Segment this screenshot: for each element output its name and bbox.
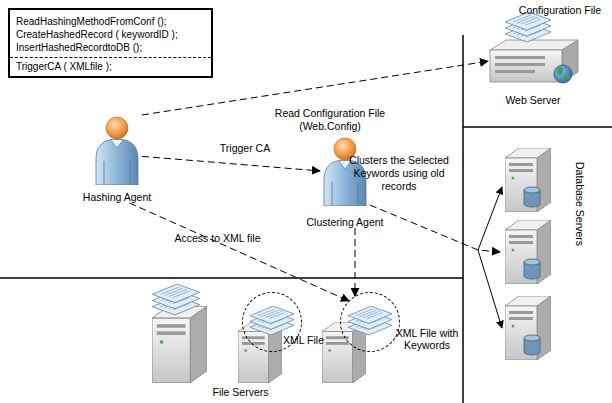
document-stack-icon	[348, 306, 392, 335]
file-label: XML File	[283, 334, 324, 346]
group-label: Database Servers	[574, 162, 586, 246]
file-server-icon	[152, 306, 207, 383]
database-server-icon	[505, 148, 551, 212]
edge-label: Clusters the Selected Keywords using old…	[338, 154, 460, 193]
edge-label: Read Configuration File (Web.Config)	[262, 107, 398, 133]
dashed-connector	[142, 156, 320, 171]
code-line: CreateHashedRecord ( keywordID );	[16, 28, 205, 41]
code-line: InsertHashedRecordtoDB ();	[16, 41, 205, 54]
document-stack-icon	[250, 306, 294, 335]
divider-line	[0, 277, 463, 279]
document-stack-icon	[152, 284, 199, 315]
database-server-icon	[505, 220, 551, 284]
file-label: XML File with Keywords	[391, 327, 463, 351]
group-caption: File Servers	[203, 386, 278, 399]
database-server-icon	[505, 296, 551, 360]
branch-arrow	[478, 250, 502, 328]
edge-label: Access to XML file	[160, 232, 275, 245]
divider-line	[462, 35, 464, 403]
person-icon	[96, 117, 138, 185]
pseudocode-box: ReadHashingMethodFromConf ();CreateHashe…	[8, 8, 213, 78]
agent-actor: Hashing Agent	[92, 115, 142, 203]
xml-file: XML File with Keywords	[340, 292, 400, 352]
database-group: Database Servers	[500, 140, 596, 380]
web-server-icon	[490, 12, 578, 83]
dashed-connector	[142, 61, 488, 115]
code-line: TriggerCA ( XMLfile );	[10, 57, 211, 73]
code-line: ReadHashingMethodFromConf ();	[16, 15, 205, 28]
agent-actor: Clustering Agent	[320, 136, 370, 228]
divider-line	[463, 126, 612, 128]
dashed-connector	[130, 203, 350, 301]
dashed-connector	[370, 205, 500, 252]
actor-label: Hashing Agent	[57, 191, 177, 203]
person-icon	[92, 115, 142, 185]
actor-label: Clustering Agent	[285, 216, 405, 228]
xml-file: XML File	[242, 292, 302, 352]
dashed-connector	[355, 228, 356, 296]
branch-arrow	[478, 187, 502, 250]
edge-label: Trigger CA	[205, 142, 285, 155]
server-caption: Configuration File	[505, 4, 612, 16]
web-server: Configuration FileWeb Server	[488, 18, 578, 90]
server-label: Web Server	[478, 94, 588, 106]
